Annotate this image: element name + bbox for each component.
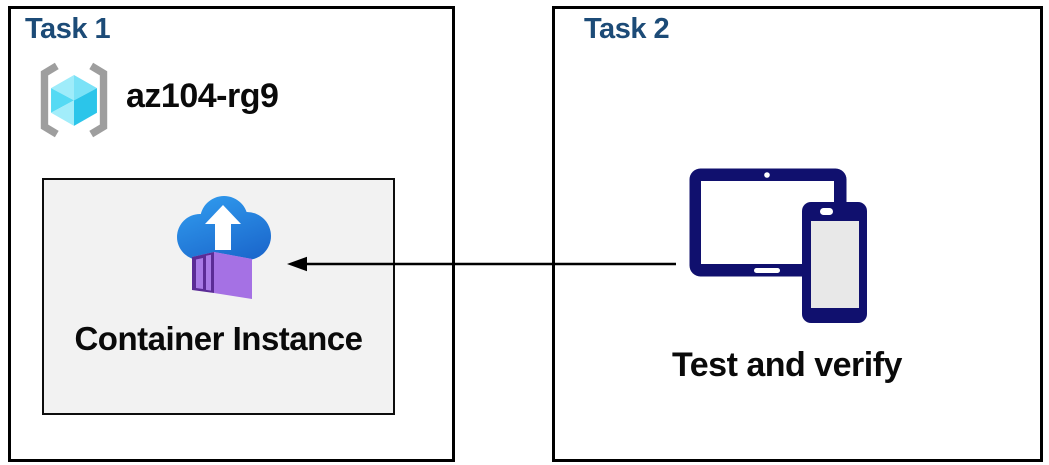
tablet-phone-icon — [689, 168, 867, 323]
phone-icon — [802, 202, 867, 323]
task2-title: Task 2 — [584, 13, 670, 45]
resource-group-icon — [40, 62, 108, 138]
resource-group-name: az104-rg9 — [126, 77, 279, 115]
task1-title: Task 1 — [25, 13, 111, 45]
test-and-verify-label: Test and verify — [672, 346, 902, 384]
container-instance-box: Container Instance — [42, 178, 395, 415]
upload-arrow-icon — [205, 205, 241, 250]
container-instance-label: Container Instance — [74, 320, 363, 357]
container-shape — [192, 252, 252, 299]
container-instances-icon — [177, 196, 271, 299]
connector-arrow-icon — [287, 256, 676, 272]
